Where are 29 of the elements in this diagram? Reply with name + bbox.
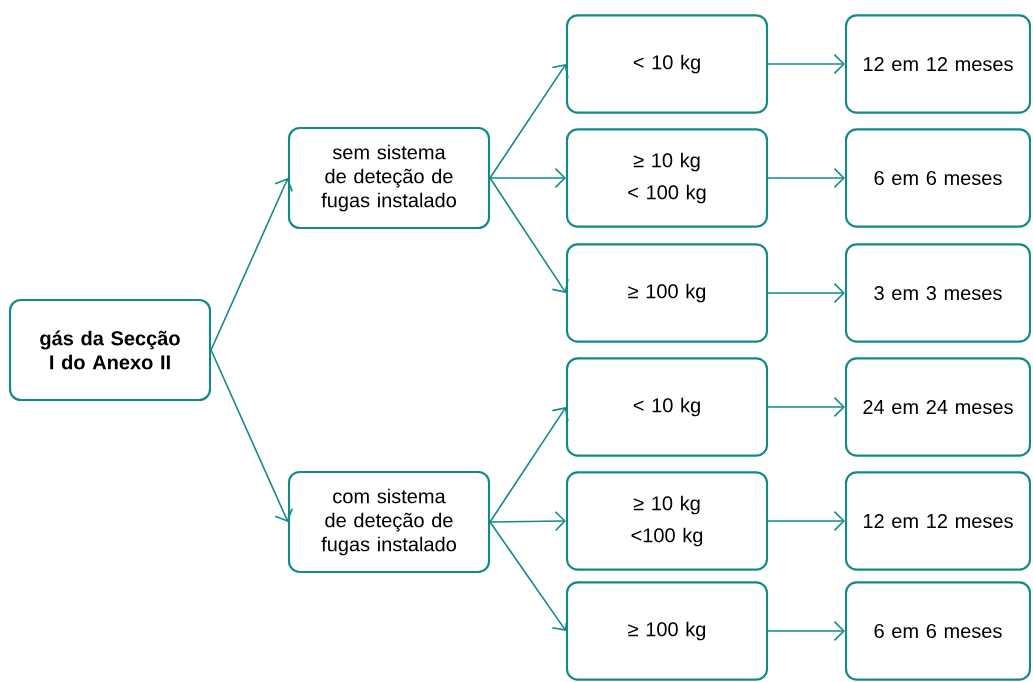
arrow [767,53,845,75]
box: 3 em 3 meses [844,243,1032,343]
box: 24 em 24 meses [844,357,1032,457]
box: ≥ 10 kg < 100 kg [565,128,769,228]
arrow [489,521,569,631]
box: gás da Secção I do Anexo II [8,298,212,402]
box: < 10 kg [565,357,769,457]
arrow [210,349,293,522]
arrow [767,167,845,189]
box: 12 em 12 meses [844,471,1032,571]
box: 6 em 6 meses [844,581,1032,681]
box: sem sistema de deteção de fugas instalado [287,126,491,230]
arrow [489,167,566,189]
arrow [489,64,569,179]
box: ≥ 100 kg [565,581,769,681]
box: 12 em 12 meses [844,14,1032,114]
arrow [767,396,845,418]
box: ≥ 10 kg <100 kg [565,471,769,571]
arrow [767,620,845,642]
arrow [489,177,569,293]
box: com sistema de deteção de fugas instalado [287,470,491,574]
arrow [489,511,566,532]
arrow [210,178,293,351]
arrow [767,282,845,304]
box: ≥ 100 kg [565,243,769,343]
arrow [767,510,845,532]
box: 6 em 6 meses [844,128,1032,228]
box: < 10 kg [565,14,769,114]
arrow [489,407,569,523]
